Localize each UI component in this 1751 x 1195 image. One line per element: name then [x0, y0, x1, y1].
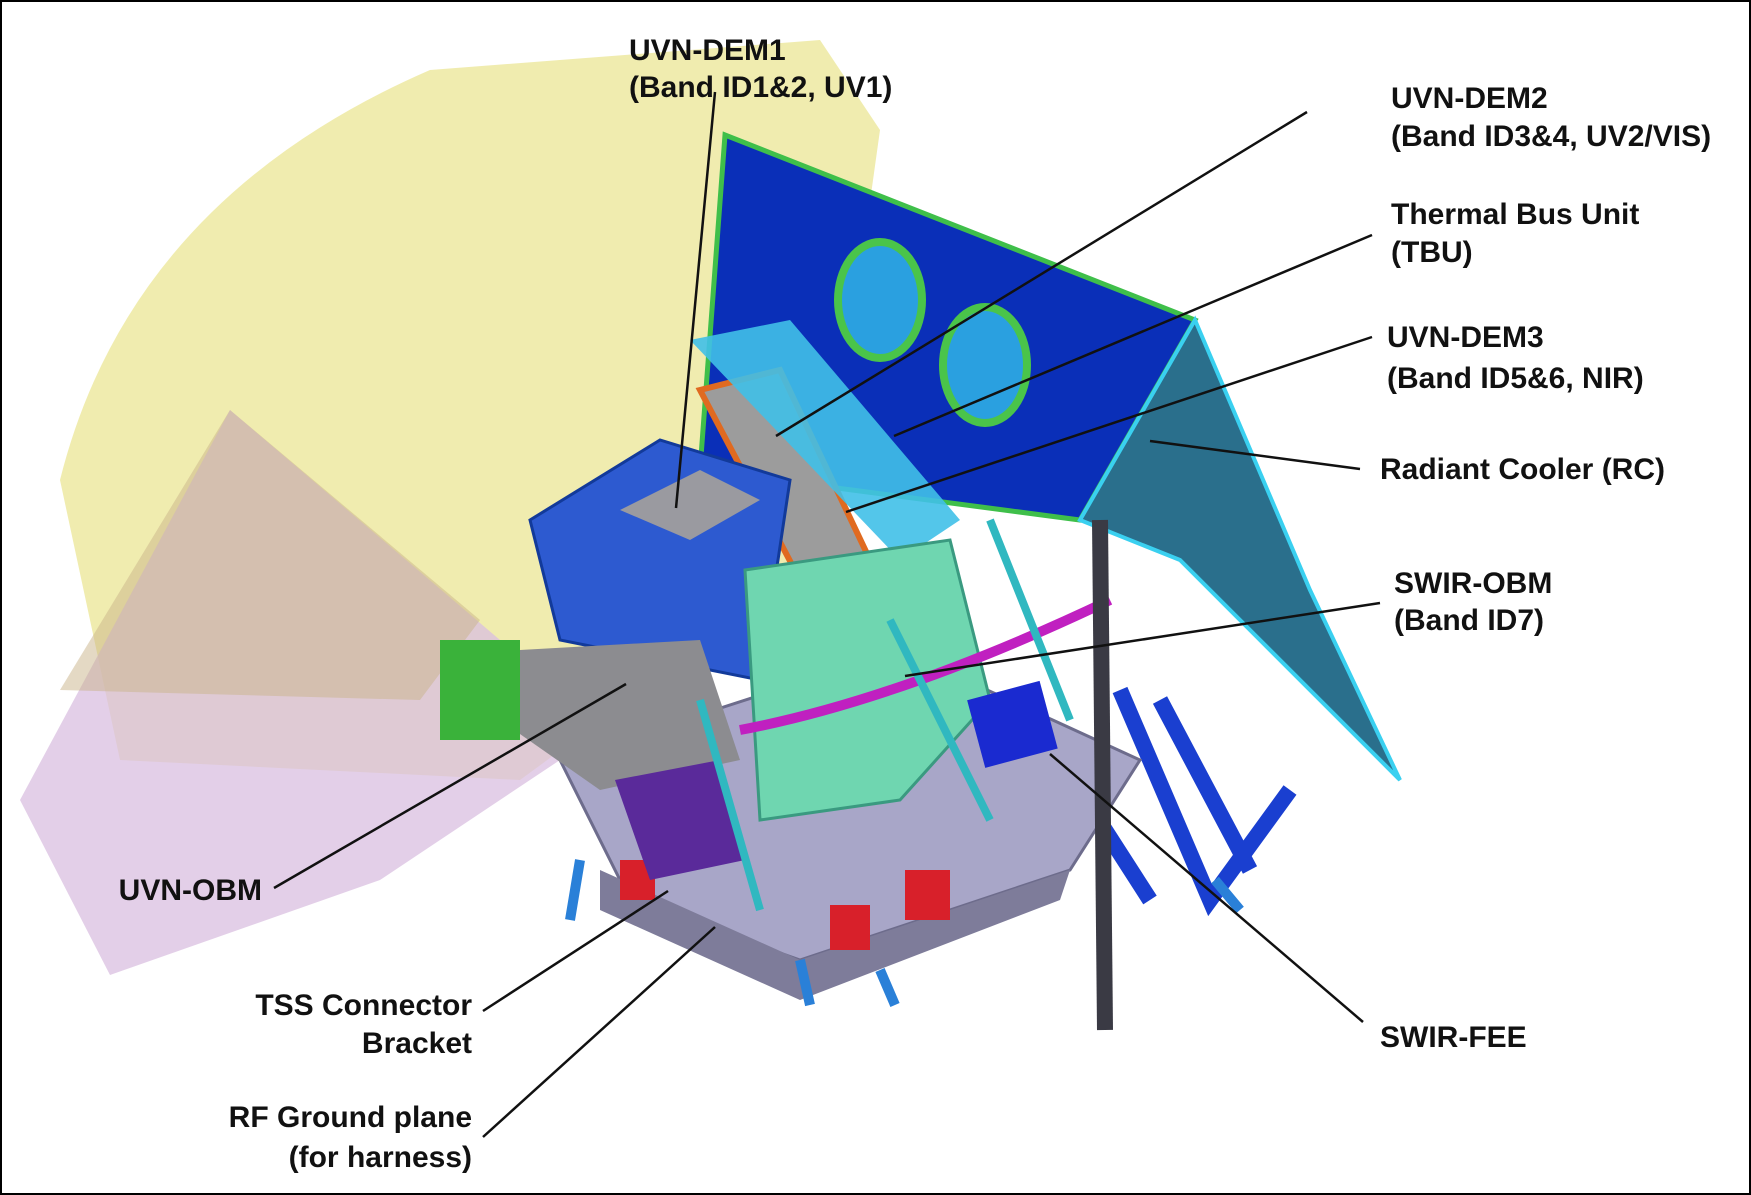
label-tss-line2: Bracket	[362, 1027, 472, 1060]
uvn-obm-body	[500, 640, 740, 790]
label-rf-line2: (for harness)	[289, 1141, 472, 1174]
leader-uvn-obm	[273, 682, 627, 890]
leader-uvn-dem3	[845, 335, 1373, 514]
leader-swir-obm	[904, 601, 1381, 678]
label-uvn-dem1-line2: (Band ID1&2, UV1)	[629, 71, 892, 104]
mount-foot	[565, 859, 1244, 1007]
fov-cone-overlap	[60, 410, 480, 700]
label-uvn-dem3-line1: UVN-DEM3	[1387, 321, 1544, 354]
uvn-dem1-top	[620, 470, 760, 540]
red-connector	[830, 905, 870, 950]
swir-obm-housing	[743, 538, 992, 822]
leader-tbu	[893, 233, 1373, 438]
swir-harness	[739, 595, 1113, 735]
label-tbu-line2: (TBU)	[1391, 236, 1473, 269]
swir-fee-box	[967, 680, 1058, 768]
support-strut	[696, 698, 764, 912]
label-uvn-dem2-line1: UVN-DEM2	[1391, 82, 1548, 115]
tbu-frame	[690, 320, 960, 560]
leader-swir-fee	[1049, 753, 1364, 1023]
leader-rf	[482, 926, 716, 1138]
support-strut	[986, 518, 1074, 722]
uvn-green-block	[440, 640, 520, 740]
support-strut	[886, 618, 994, 822]
label-uvn-dem1-line1: UVN-DEM1	[629, 34, 786, 67]
support-strut	[1092, 519, 1113, 1031]
rf-ground-plane	[600, 870, 1070, 1000]
leader-uvn-dem1	[674, 91, 717, 509]
radiator-opening	[939, 303, 1031, 427]
leader-uvn-dem2	[775, 110, 1308, 438]
label-uvn-dem2-line2: (Band ID3&4, UV2/VIS)	[1391, 120, 1711, 153]
leader-rc	[1149, 439, 1361, 471]
tss-connector-bracket	[615, 760, 745, 880]
label-swir-obm-line2: (Band ID7)	[1394, 604, 1544, 637]
red-connector	[905, 870, 950, 920]
label-tss-line1: TSS Connector	[255, 989, 472, 1022]
label-swir-fee: SWIR-FEE	[1380, 1021, 1527, 1054]
cooler-cone	[1077, 315, 1402, 782]
label-rc: Radiant Cooler (RC)	[1380, 453, 1665, 486]
label-rf-line1: RF Ground plane	[229, 1101, 472, 1134]
leader-tss	[482, 889, 669, 1013]
label-uvn-dem3-line2: (Band ID5&6, NIR)	[1387, 362, 1644, 395]
radiator-opening	[834, 238, 926, 362]
label-uvn-obm: UVN-OBM	[119, 874, 262, 907]
label-tbu-line1: Thermal Bus Unit	[1391, 198, 1639, 231]
label-swir-obm-line1: SWIR-OBM	[1394, 567, 1552, 600]
